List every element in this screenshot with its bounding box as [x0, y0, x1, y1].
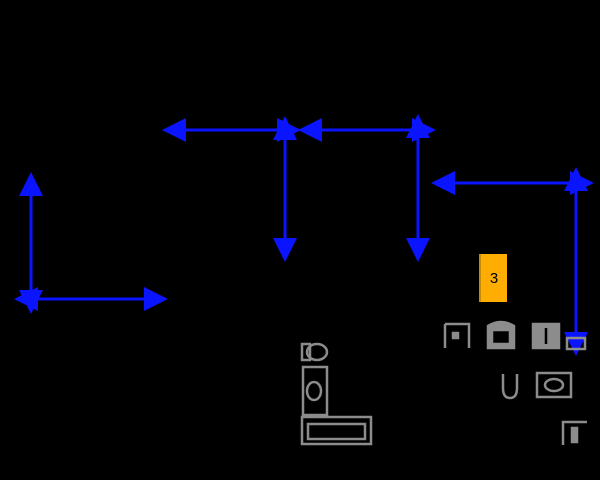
appliance-icon	[565, 336, 587, 351]
double-arrow-icon[interactable]	[298, 114, 436, 262]
oven-icon	[486, 320, 516, 350]
double-arrow-icon[interactable]	[431, 167, 594, 356]
room-number-badge: 3	[479, 254, 507, 302]
toilet-icon	[501, 374, 519, 400]
fridge-icon	[531, 322, 561, 350]
cabinet-icon	[443, 322, 471, 348]
sink-icon	[535, 371, 573, 399]
sink-icon	[301, 365, 329, 417]
double-arrow-icon[interactable]	[162, 116, 301, 262]
bathtub-icon	[300, 415, 373, 446]
toilet-icon	[300, 342, 329, 362]
double-arrow-icon[interactable]	[14, 172, 168, 314]
shower-icon	[561, 420, 587, 445]
